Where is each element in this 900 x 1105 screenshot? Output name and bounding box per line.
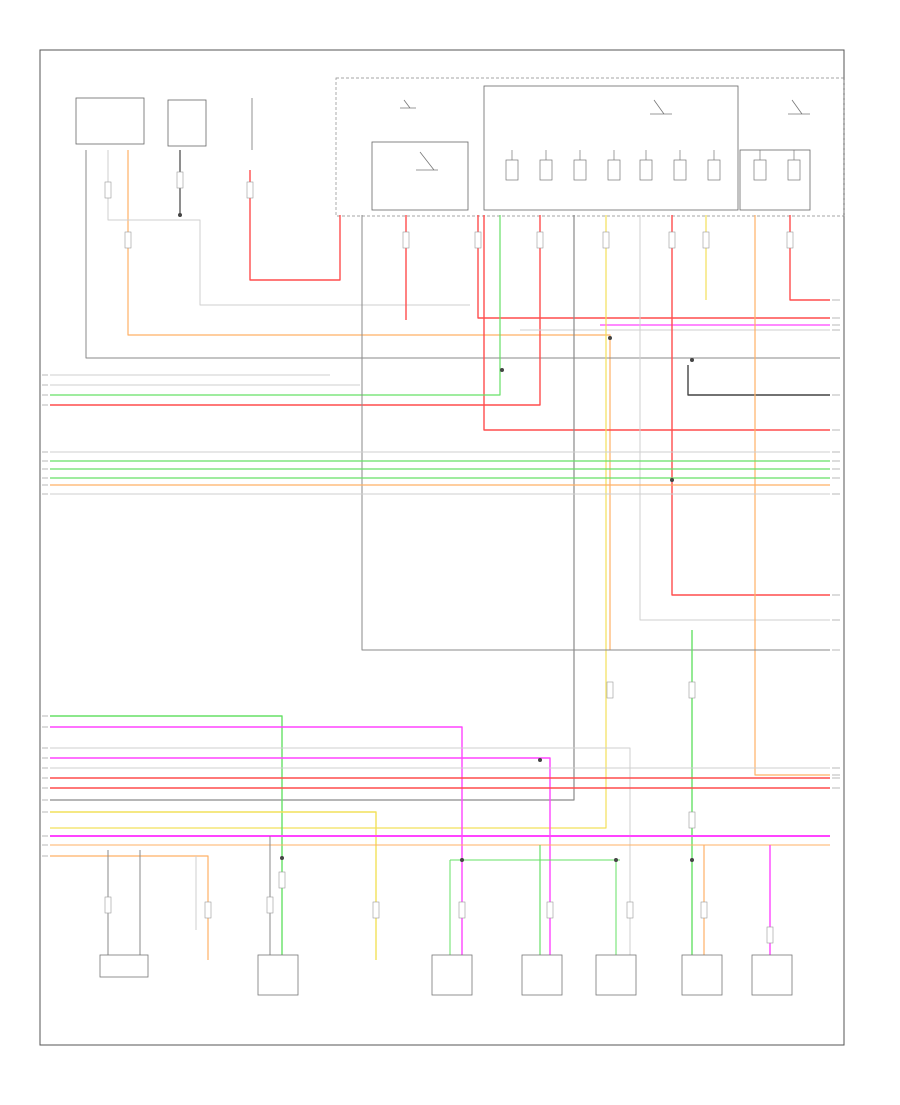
connector-24 xyxy=(266,896,274,914)
wire-magenta-758 xyxy=(50,757,551,960)
wire-yellow-828 xyxy=(50,215,607,829)
splice-dot-3 xyxy=(690,358,694,362)
wires xyxy=(50,150,840,960)
fuse-9 xyxy=(787,159,801,181)
component-6 xyxy=(681,954,723,996)
right-pin-ticks xyxy=(832,299,840,789)
splice-dot-10 xyxy=(280,856,284,860)
wire-red-430 xyxy=(483,215,830,431)
component-body xyxy=(521,954,563,996)
connector-1 xyxy=(124,231,132,249)
connector-13 xyxy=(688,681,696,699)
wire-black-395 xyxy=(687,365,830,396)
splice-dot-2 xyxy=(500,368,504,372)
connector-12 xyxy=(606,681,614,699)
component-body xyxy=(257,954,299,996)
component-3 xyxy=(431,954,473,996)
fuse-4 xyxy=(607,159,621,181)
connector-10 xyxy=(702,231,710,249)
splice-dot-8 xyxy=(538,758,542,762)
left-pin-ticks xyxy=(42,374,48,857)
connector-11 xyxy=(786,231,794,249)
connector-21 xyxy=(700,901,708,919)
fuse-2 xyxy=(539,159,553,181)
connector-5 xyxy=(402,231,410,249)
connector-15 xyxy=(278,871,286,889)
fuse-7 xyxy=(707,159,721,181)
diagram-frame xyxy=(39,49,845,1046)
connector-7 xyxy=(536,231,544,249)
component-body xyxy=(99,954,149,978)
component-5 xyxy=(595,954,637,996)
component-body xyxy=(595,954,637,996)
connectors xyxy=(104,171,794,944)
connector-2 xyxy=(104,181,112,199)
connector-4 xyxy=(246,181,254,199)
fuse-row xyxy=(505,150,801,181)
connector-22 xyxy=(766,926,774,944)
splice-dot-5 xyxy=(178,213,182,217)
fuse-8 xyxy=(753,159,767,181)
splice-dot-6 xyxy=(614,858,618,862)
wire-magenta-727 xyxy=(50,726,463,960)
wire-green-395 xyxy=(50,215,501,396)
wire-gray-650 xyxy=(361,215,830,651)
component-body xyxy=(751,954,793,996)
component-7 xyxy=(751,954,793,996)
wire-red-battery xyxy=(249,170,341,281)
component-4 xyxy=(521,954,563,996)
relay-symbols xyxy=(400,99,810,171)
wire-light-620 xyxy=(639,215,830,621)
fuse-5 xyxy=(639,159,653,181)
wire-red-595 xyxy=(671,215,830,596)
fuse-6 xyxy=(673,159,687,181)
component-2 xyxy=(257,954,299,996)
connector-18 xyxy=(458,901,466,919)
fuse-3 xyxy=(573,159,587,181)
wire-orange-856 xyxy=(50,855,209,960)
connector-23 xyxy=(104,896,112,914)
wire-yellow-812 xyxy=(50,811,377,960)
relay-box-left xyxy=(167,99,207,147)
splice-dot-4 xyxy=(670,478,674,482)
connector-14 xyxy=(688,811,696,829)
component-body xyxy=(681,954,723,996)
top-modules xyxy=(75,77,845,217)
wire-orange-775 xyxy=(754,215,830,776)
connector-3 xyxy=(176,171,184,189)
radio-module-box xyxy=(75,97,145,145)
connector-8 xyxy=(602,231,610,249)
component-1 xyxy=(99,954,149,978)
wire-light-748 xyxy=(50,747,631,960)
connector-17 xyxy=(204,901,212,919)
junction-box-outline xyxy=(335,77,845,217)
junction-relay-block xyxy=(371,141,469,211)
fuse-1 xyxy=(505,159,519,181)
connector-16 xyxy=(372,901,380,919)
splice-dot-9 xyxy=(460,858,464,862)
bottom-components xyxy=(99,954,793,996)
connector-6 xyxy=(474,231,482,249)
wire-gray-800 xyxy=(50,215,575,801)
wire-green-716 xyxy=(50,715,283,960)
connector-9 xyxy=(668,231,676,249)
connector-20 xyxy=(626,901,634,919)
splice-dot-1 xyxy=(608,336,612,340)
wire-gray-358 xyxy=(85,150,840,359)
wire-red-405 xyxy=(50,215,541,406)
wire-red-318 xyxy=(477,215,830,319)
splice-dot-7 xyxy=(690,858,694,862)
connector-19 xyxy=(546,901,554,919)
wire-red-300 xyxy=(789,215,830,301)
fuse-block xyxy=(483,85,739,211)
component-body xyxy=(431,954,473,996)
